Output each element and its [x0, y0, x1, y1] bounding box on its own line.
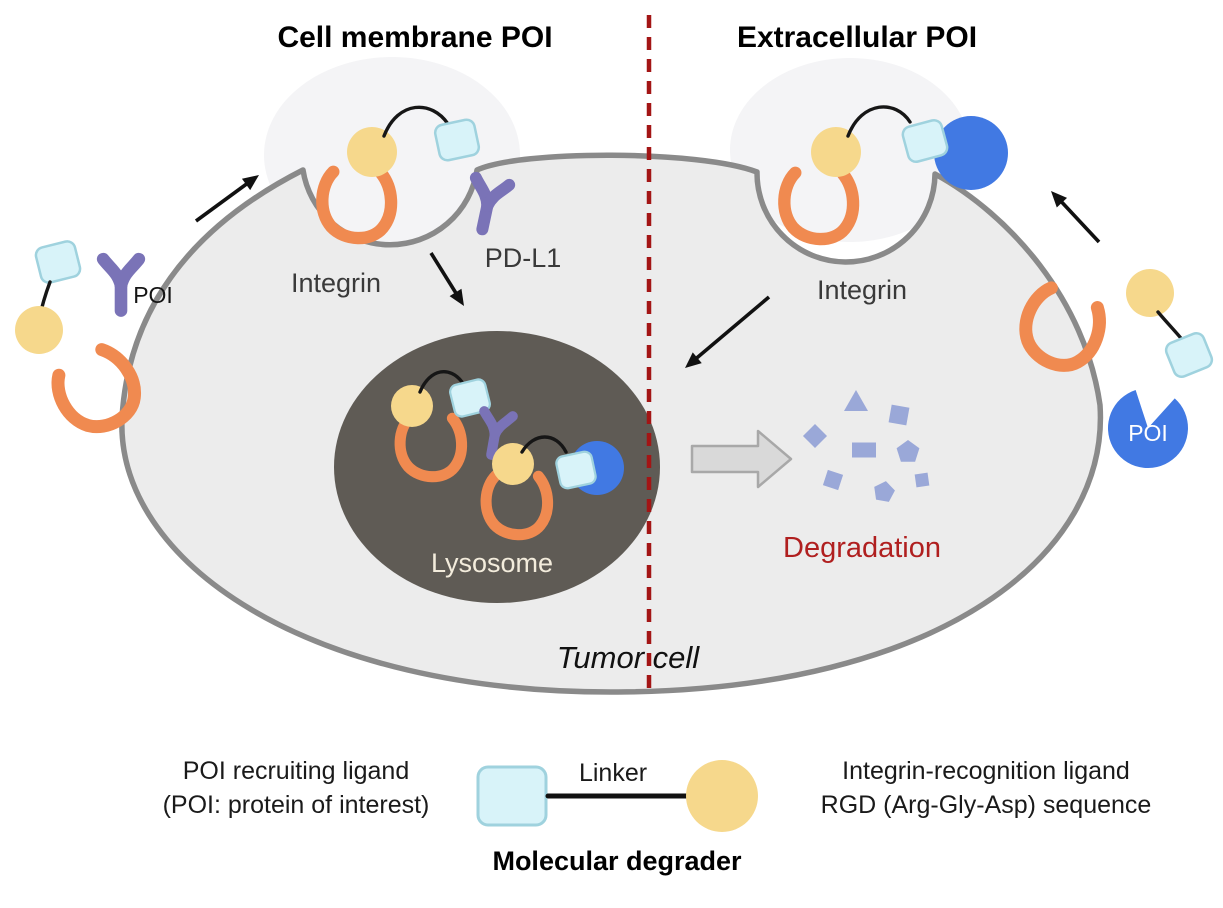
- left-pocket-complex: [322, 105, 509, 238]
- legend-linker-label: Linker: [579, 759, 647, 787]
- linker-line: [418, 369, 464, 394]
- rgd-ligand-icon: [492, 443, 534, 485]
- lysosome-label: Lysosome: [431, 548, 553, 578]
- linker-line: [382, 105, 450, 138]
- poi-ligand-icon: [34, 240, 82, 284]
- title-cell-membrane-poi: Cell membrane POI: [277, 21, 552, 54]
- legend: POI recruiting ligand (POI: protein of i…: [163, 757, 1152, 876]
- title-extracellular-poi: Extracellular POI: [737, 21, 977, 54]
- linker-line: [846, 105, 912, 138]
- arrow-right-internalize: [685, 295, 771, 368]
- linker-line: [520, 435, 568, 454]
- degradation-block-arrow: [690, 429, 793, 489]
- linker-line: [1156, 310, 1186, 344]
- rgd-ligand-icon: [15, 306, 63, 354]
- legend-poi-ligand-line2: (POI: protein of interest): [163, 791, 430, 819]
- rgd-ligand-icon: [1126, 269, 1174, 317]
- right-pocket-complex: [784, 105, 1008, 239]
- tumor-cell-label: Tumor cell: [557, 640, 701, 675]
- legend-poi-ligand-icon: [476, 765, 548, 827]
- legend-molecular-degrader-label: Molecular degrader: [492, 846, 742, 876]
- rgd-ligand-icon: [811, 127, 861, 177]
- arrow-left-recruit: [194, 175, 259, 223]
- poi-ligand-icon: [1164, 331, 1214, 379]
- poi-membrane-label: POI: [133, 282, 173, 308]
- legend-rgd-line1: Integrin-recognition ligand: [842, 757, 1130, 785]
- lysosome-complex-extracellular-poi: [486, 435, 624, 535]
- pdl1-label: PD-L1: [485, 243, 562, 273]
- legend-rgd-line2: RGD (Arg-Gly-Asp) sequence: [821, 791, 1152, 819]
- arrow-right-recruit: [1051, 191, 1101, 244]
- integrin-right-label: Integrin: [817, 275, 907, 305]
- poi-ligand-icon: [555, 450, 597, 490]
- poi-ligand-icon: [449, 378, 491, 418]
- poi-ligand-icon: [901, 118, 949, 164]
- poi-extracellular-label: POI: [1128, 420, 1168, 446]
- lysosome: Lysosome: [334, 331, 660, 603]
- legend-rgd-ligand-icon: [686, 760, 758, 832]
- right-extracellular-group: POI: [1015, 269, 1214, 476]
- legend-poi-ligand-line1: POI recruiting ligand: [183, 757, 410, 785]
- rgd-ligand-icon: [347, 127, 397, 177]
- integrin-left-label: Integrin: [291, 268, 381, 298]
- degradation-label: Degradation: [783, 532, 941, 564]
- left-extracellular-group: POI: [15, 240, 173, 441]
- arrow-left-internalize: [429, 252, 464, 306]
- rgd-ligand-icon: [391, 385, 433, 427]
- lysosome-complex-membrane-poi: [391, 369, 513, 477]
- poi-protein-icon: [934, 116, 1008, 190]
- poi-ligand-icon: [433, 118, 481, 162]
